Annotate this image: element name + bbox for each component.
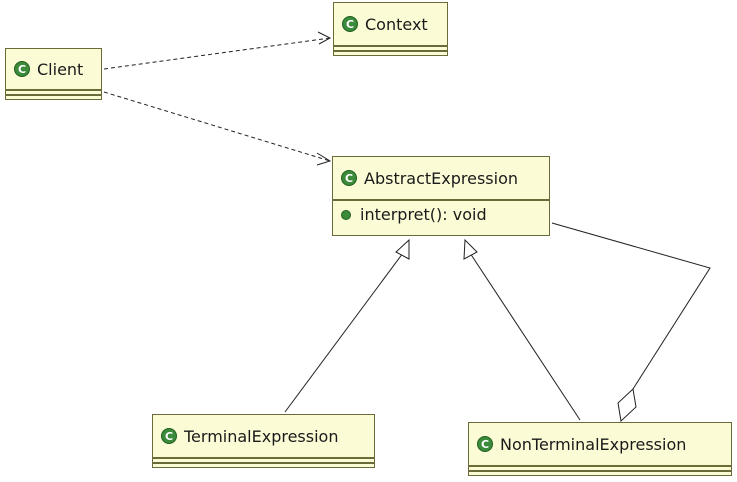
class-icon: C [161,428,177,444]
public-method-icon [341,209,351,220]
class-name: Context [365,14,428,34]
class-terminal-expression[interactable]: C TerminalExpression [152,414,375,468]
generalization-nonterminal [469,252,581,421]
dependency-arrowhead [317,31,332,45]
generalization-triangle [395,238,410,260]
dependency-client-abstractexpression [103,91,331,162]
dependency-client-context [103,37,331,70]
class-name: NonTerminalExpression [500,434,687,454]
class-context[interactable]: C Context [333,2,448,56]
generalization-terminal [284,252,404,413]
class-icon: C [14,61,30,77]
operation-interpret[interactable]: interpret(): void [333,201,549,228]
aggregation-line [551,222,711,390]
class-abstract-expression[interactable]: C AbstractExpression interpret(): void [332,156,550,236]
generalization-triangle [463,238,478,260]
class-icon: C [341,170,357,186]
aggregation-diamond [617,387,637,423]
operation-signature: interpret(): void [360,205,487,224]
class-icon: C [342,16,358,32]
class-nonterminal-expression[interactable]: C NonTerminalExpression [468,422,732,476]
class-client[interactable]: C Client [5,48,102,100]
class-name: AbstractExpression [364,168,519,188]
class-name: Client [37,59,84,79]
dependency-arrowhead [316,152,332,166]
class-icon: C [477,436,493,452]
class-name: TerminalExpression [184,426,339,446]
